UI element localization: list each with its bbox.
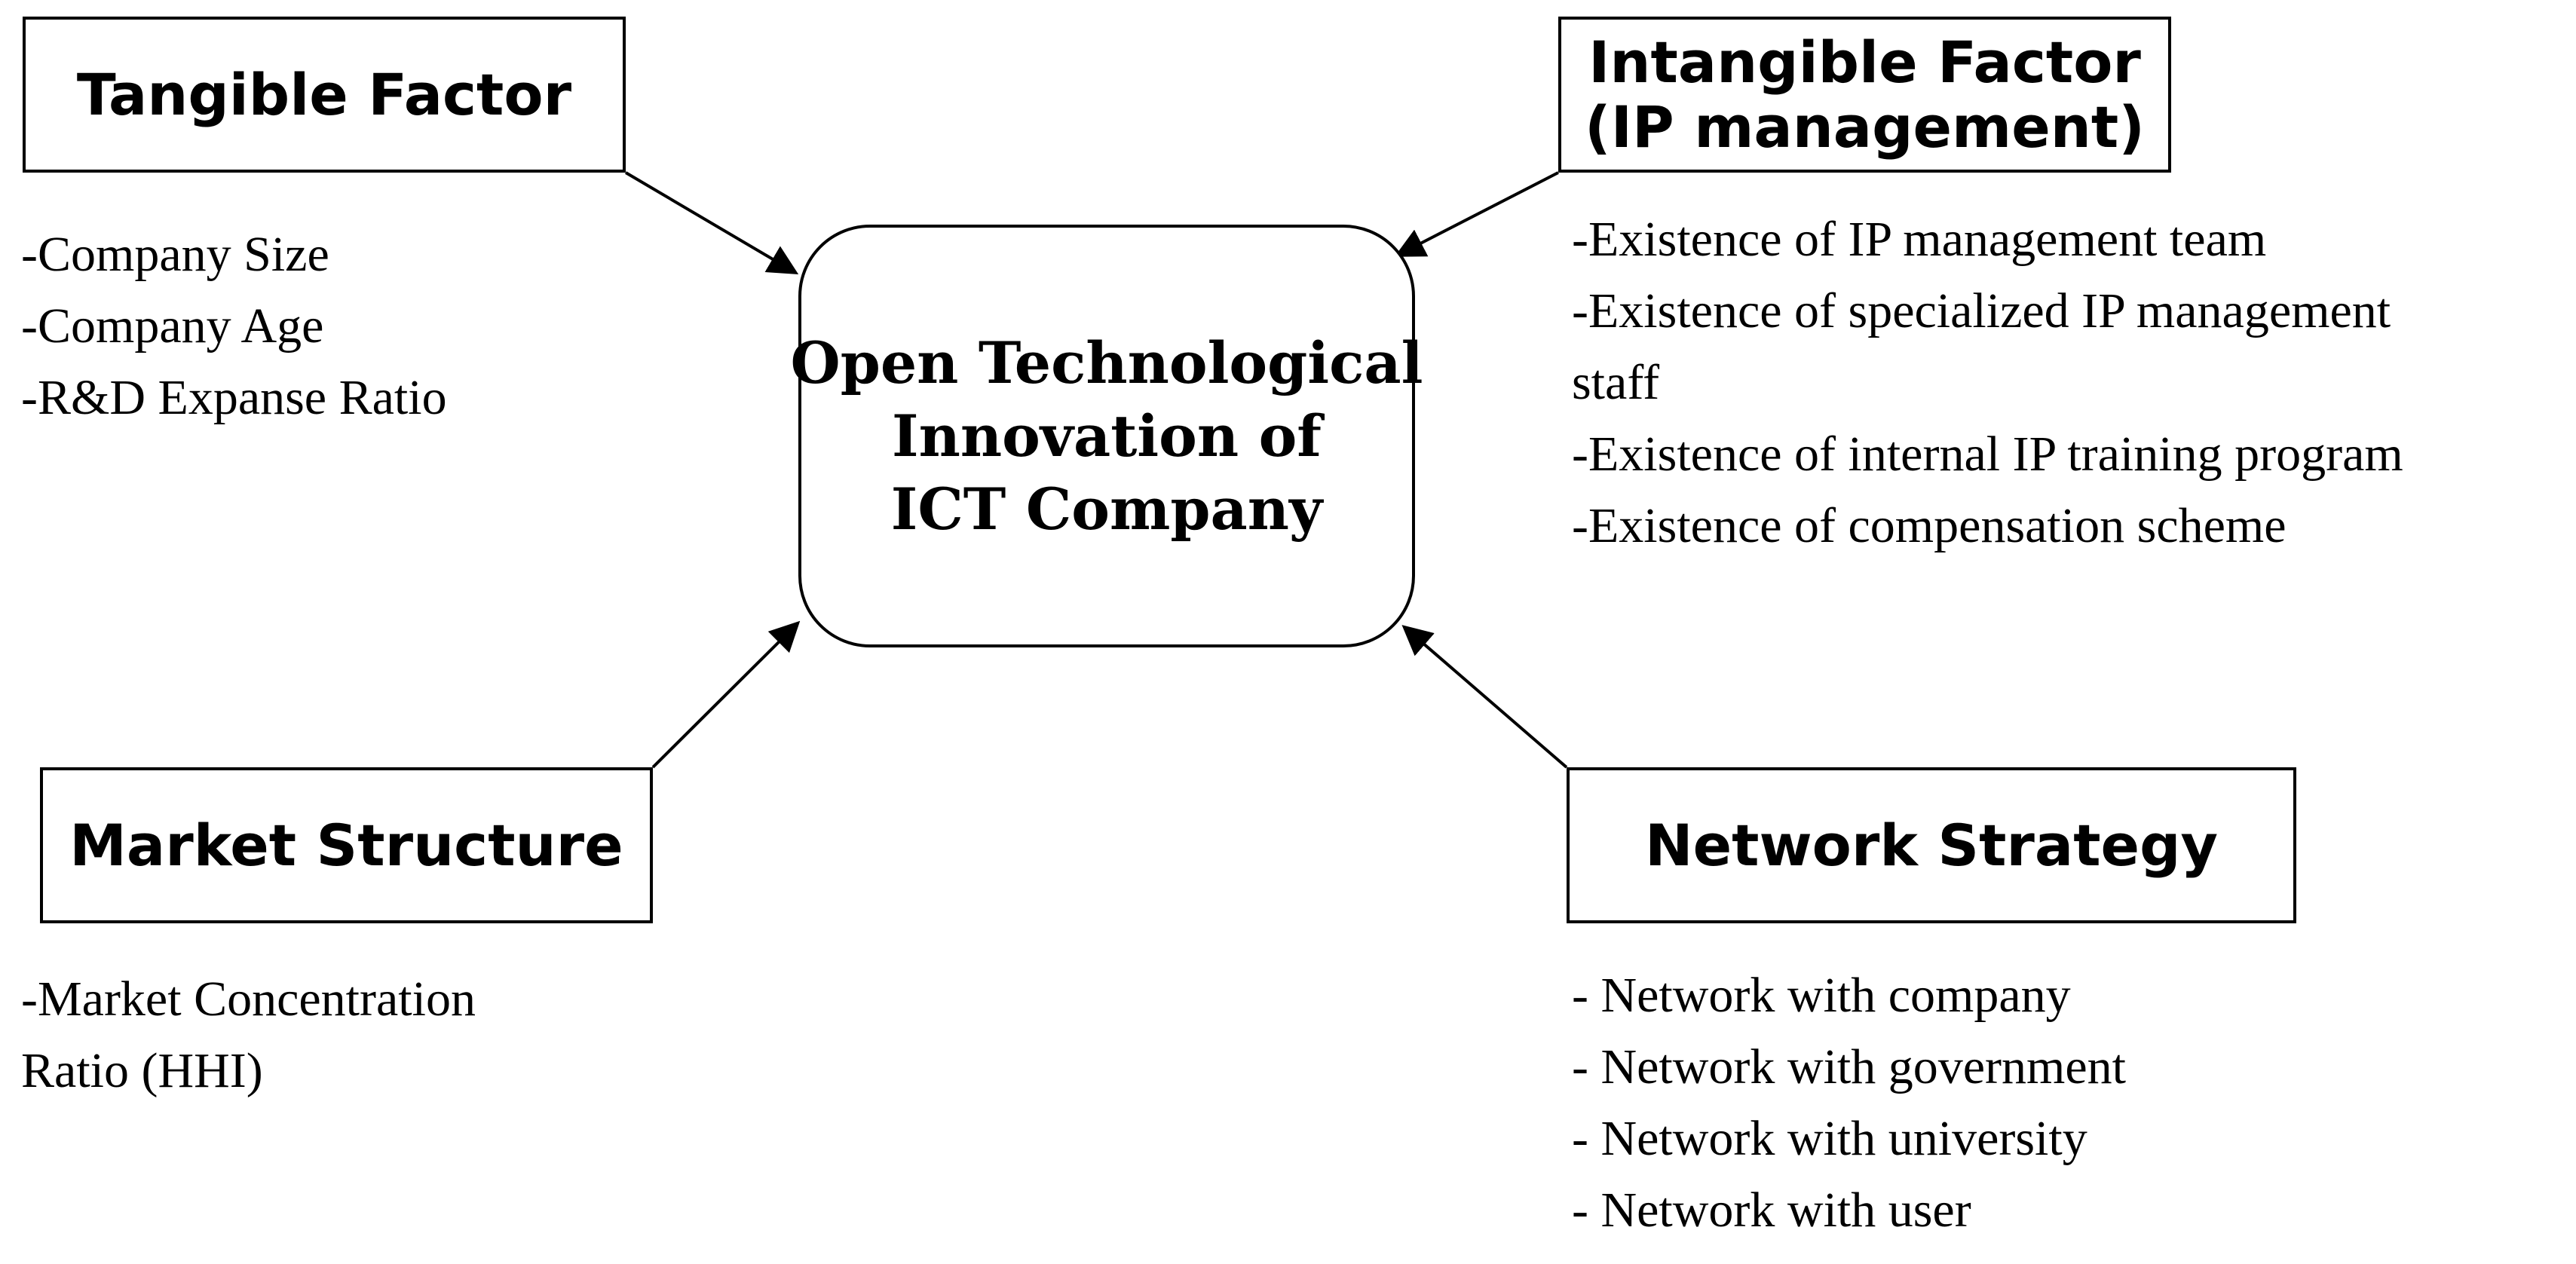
intangible-factor-list: -Existence of IP management team -Existen… — [1572, 204, 2403, 562]
list-item: - Network with university — [1572, 1111, 2087, 1166]
list-item: -Existence of specialized IP management — [1572, 283, 2391, 338]
center-node-line: ICT Company — [890, 476, 1323, 543]
network-strategy-list: - Network with company - Network with gov… — [1572, 959, 2126, 1246]
list-item: -Existence of IP management team — [1572, 212, 2267, 267]
list-item: - Network with company — [1572, 968, 2071, 1023]
list-item: - Network with government — [1572, 1039, 2126, 1094]
market-structure-box: Market Structure — [40, 767, 653, 923]
arrow-tangible-to-center — [624, 171, 799, 275]
intangible-factor-title-line: (IP management) — [1585, 93, 2145, 161]
arrow-market-to-center — [651, 620, 801, 769]
list-item: -Company Size — [21, 227, 329, 282]
arrow-network-to-center — [1401, 625, 1568, 769]
list-item: -R&D Expanse Ratio — [21, 370, 447, 425]
list-item: -Company Age — [21, 298, 324, 353]
tangible-factor-box: Tangible Factor — [23, 17, 626, 173]
list-item: Ratio (HHI) — [21, 1043, 263, 1098]
network-strategy-box: Network Strategy — [1567, 767, 2296, 923]
intangible-factor-title-line: Intangible Factor — [1588, 29, 2141, 96]
center-node-line: Innovation of — [892, 402, 1322, 470]
tangible-factor-list: -Company Size -Company Age -R&D Expanse Ra… — [21, 219, 447, 433]
list-item: - Network with user — [1572, 1183, 1971, 1238]
list-item: staff — [1572, 355, 1660, 410]
market-structure-title: Market Structure — [69, 811, 623, 879]
list-item: -Existence of internal IP training progr… — [1572, 427, 2403, 482]
network-strategy-title: Network Strategy — [1644, 811, 2219, 879]
intangible-factor-box: Intangible Factor(IP management) — [1558, 17, 2171, 173]
tangible-factor-title: Tangible Factor — [76, 60, 572, 128]
center-node-line: Open Technological — [790, 329, 1423, 396]
list-item: -Existence of compensation scheme — [1572, 498, 2287, 553]
list-item: -Market Concentration — [21, 972, 476, 1027]
arrow-intangible-to-center — [1394, 171, 1559, 257]
